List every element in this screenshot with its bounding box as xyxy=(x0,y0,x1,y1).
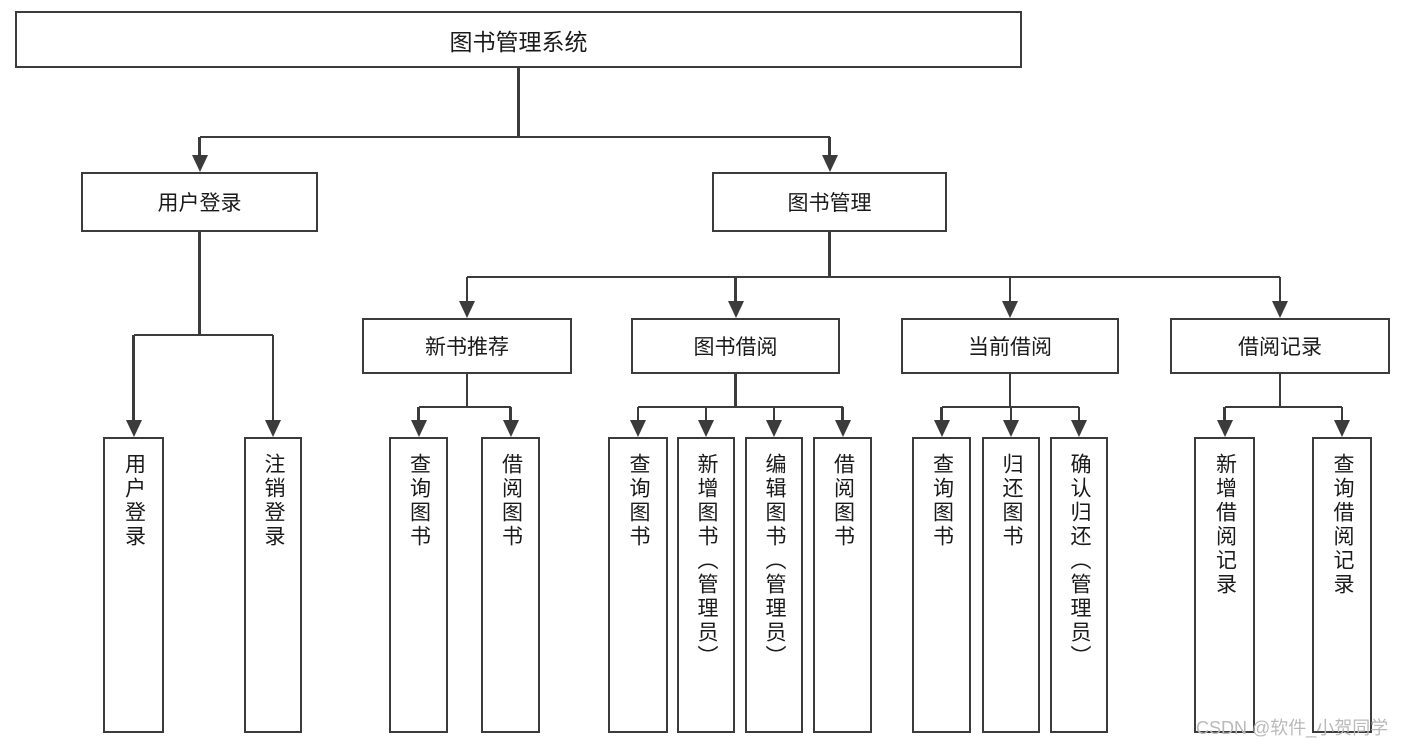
node-user-login[interactable]: 用户登录 xyxy=(81,172,318,232)
connector-drop xyxy=(132,335,135,420)
node-leaf-query-book-1[interactable]: 查询图书 xyxy=(389,437,448,733)
node-label: 图书管理 xyxy=(787,192,872,215)
connector-drop xyxy=(828,137,831,155)
arrowhead-icon xyxy=(191,155,208,172)
arrowhead-icon xyxy=(502,420,519,437)
connector-stem xyxy=(1008,374,1012,407)
arrowhead-icon xyxy=(821,155,838,172)
arrowhead-icon xyxy=(1002,301,1018,318)
connector-drop xyxy=(1009,407,1013,420)
arrowhead-icon xyxy=(834,420,851,437)
node-label: 用户登录 xyxy=(157,192,242,215)
connector-bus xyxy=(1224,405,1342,409)
arrowhead-icon xyxy=(1334,420,1350,437)
connector-bus xyxy=(418,405,511,409)
node-label: 归还图书 xyxy=(1000,453,1024,549)
arrowhead-icon xyxy=(727,301,744,318)
connector-drop xyxy=(704,407,708,420)
node-label: 编辑图书（管理员） xyxy=(763,453,787,669)
node-book-manage[interactable]: 图书管理 xyxy=(712,172,947,232)
arrowhead-icon xyxy=(1003,420,1019,437)
connector-drop xyxy=(841,407,844,420)
connector-bus xyxy=(133,333,273,337)
connector-drop xyxy=(417,407,420,420)
node-new-book-recommend[interactable]: 新书推荐 xyxy=(362,318,572,374)
node-leaf-confirm-return[interactable]: 确认归还（管理员） xyxy=(1050,437,1108,733)
node-leaf-query-book-3[interactable]: 查询图书 xyxy=(912,437,971,733)
connector-drop xyxy=(1278,277,1282,301)
node-leaf-user-logout[interactable]: 注销登录 xyxy=(244,437,302,733)
node-label: 借阅记录 xyxy=(1238,336,1322,359)
connector-drop xyxy=(198,137,201,155)
node-current-borrow[interactable]: 当前借阅 xyxy=(901,318,1119,374)
connector-drop xyxy=(465,277,469,301)
node-label: 新增借阅记录 xyxy=(1213,453,1237,597)
node-leaf-borrow-book-2[interactable]: 借阅图书 xyxy=(813,437,872,733)
node-label: 查询图书 xyxy=(407,453,431,549)
node-leaf-add-record[interactable]: 新增借阅记录 xyxy=(1194,437,1255,733)
node-label: 新增图书（管理员） xyxy=(695,453,719,669)
arrowhead-icon xyxy=(1272,301,1288,318)
arrowhead-icon xyxy=(265,420,281,437)
arrowhead-icon xyxy=(410,420,427,437)
connector-drop xyxy=(509,407,512,420)
node-leaf-user-login[interactable]: 用户登录 xyxy=(103,437,164,733)
arrowhead-icon xyxy=(766,420,782,437)
connector-drop xyxy=(1340,407,1344,420)
node-label: 图书管理系统 xyxy=(449,28,588,55)
node-label: 确认归还（管理员） xyxy=(1068,453,1092,669)
node-label: 当前借阅 xyxy=(968,336,1052,359)
connector-drop xyxy=(940,407,943,420)
connector-bus xyxy=(199,135,830,139)
node-label: 查询借阅记录 xyxy=(1331,453,1355,597)
node-root[interactable]: 图书管理系统 xyxy=(15,11,1022,68)
connector-stem xyxy=(198,232,201,335)
node-label: 用户登录 xyxy=(122,453,146,549)
connector-stem xyxy=(734,374,737,407)
node-label: 借阅图书 xyxy=(831,453,855,549)
node-leaf-query-book-2[interactable]: 查询图书 xyxy=(608,437,668,733)
node-label: 查询图书 xyxy=(930,453,954,549)
arrowhead-icon xyxy=(630,420,646,437)
connector-drop xyxy=(1077,407,1081,420)
arrowhead-icon xyxy=(933,420,950,437)
connector-stem xyxy=(517,68,520,137)
node-borrow-record[interactable]: 借阅记录 xyxy=(1170,318,1390,374)
connector-stem xyxy=(1278,374,1282,407)
node-leaf-add-book[interactable]: 新增图书（管理员） xyxy=(677,437,735,733)
connector-drop xyxy=(1008,277,1012,301)
connector-drop xyxy=(734,277,737,301)
node-label: 新书推荐 xyxy=(425,336,509,359)
arrowhead-icon xyxy=(1071,420,1087,437)
node-leaf-borrow-book-1[interactable]: 借阅图书 xyxy=(481,437,540,733)
node-leaf-query-record[interactable]: 查询借阅记录 xyxy=(1312,437,1372,733)
connector-drop xyxy=(1223,407,1226,420)
node-label: 图书借阅 xyxy=(693,336,778,359)
arrowhead-icon xyxy=(125,420,142,437)
node-book-borrow[interactable]: 图书借阅 xyxy=(631,318,840,374)
connector-stem xyxy=(828,232,831,277)
node-leaf-edit-book[interactable]: 编辑图书（管理员） xyxy=(745,437,803,733)
connector-drop xyxy=(772,407,776,420)
node-label: 注销登录 xyxy=(262,453,286,549)
arrowhead-icon xyxy=(459,301,475,318)
connector-drop xyxy=(636,407,640,420)
node-leaf-return-book[interactable]: 归还图书 xyxy=(982,437,1040,733)
connector-drop xyxy=(271,335,275,420)
arrowhead-icon xyxy=(1216,420,1233,437)
node-label: 查询图书 xyxy=(627,453,651,549)
connector-bus xyxy=(638,405,843,409)
connector-stem xyxy=(465,374,469,407)
watermark: CSDN @软件_小贺同学 xyxy=(1196,718,1389,738)
node-label: 借阅图书 xyxy=(499,453,523,549)
connector-bus xyxy=(467,275,1280,279)
arrowhead-icon xyxy=(698,420,714,437)
